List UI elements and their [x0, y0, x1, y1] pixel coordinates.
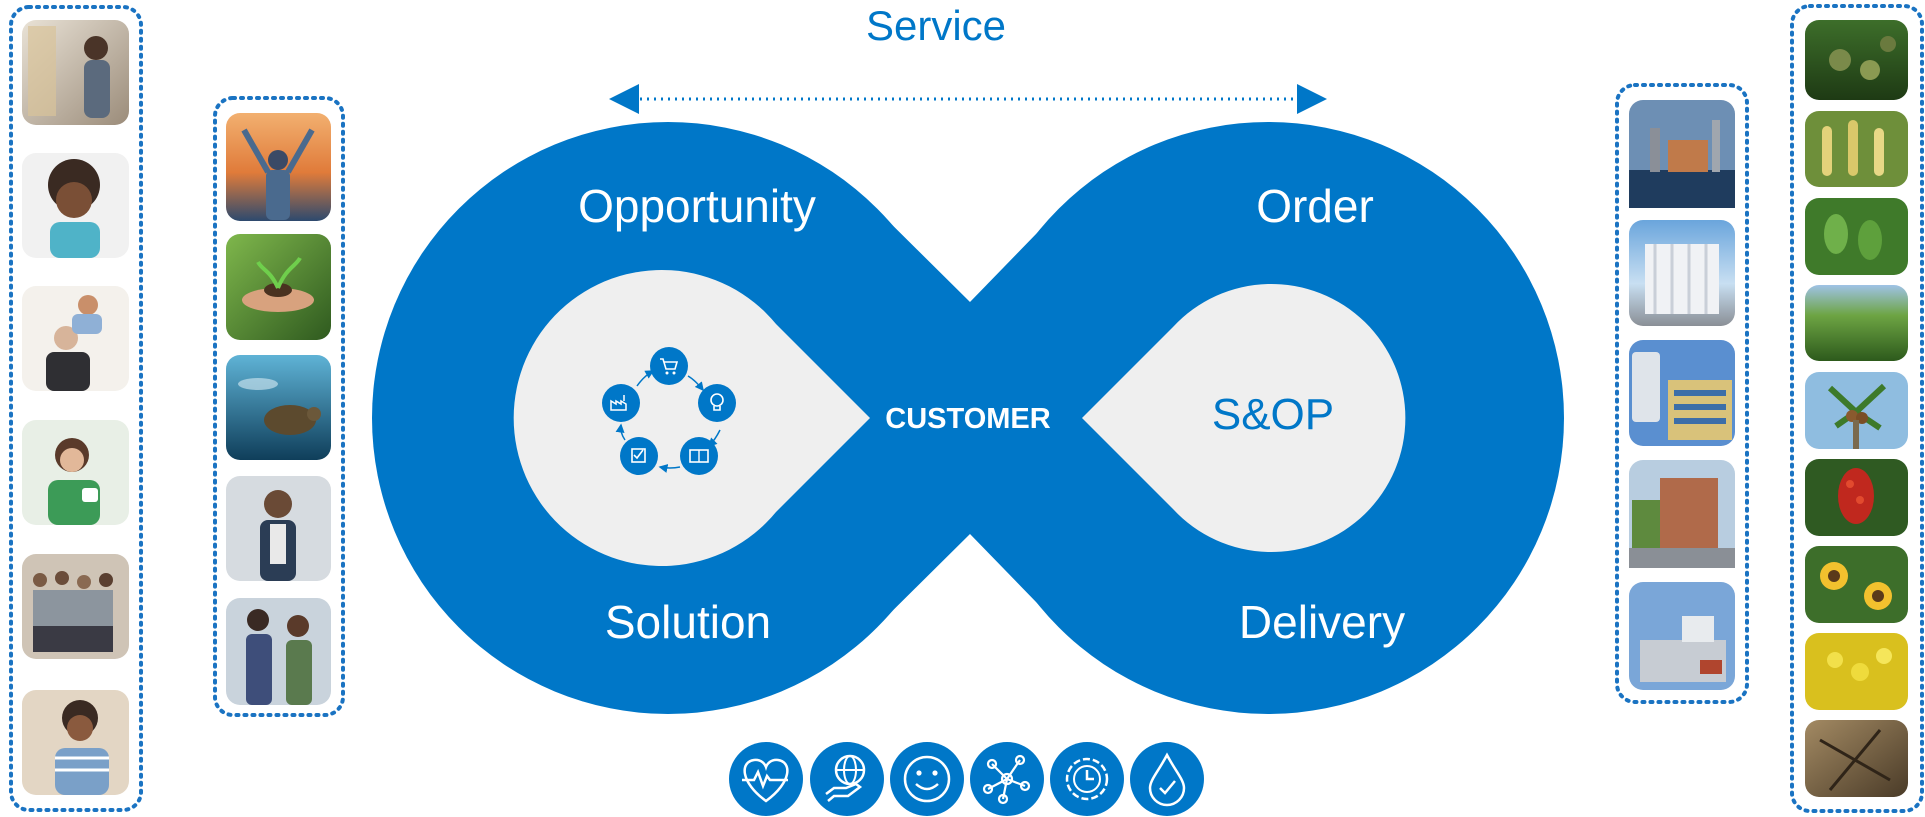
far-left-photo-column — [9, 5, 143, 812]
customer-label: CUSTOMER — [885, 403, 1050, 435]
nuts-photo — [1805, 20, 1908, 100]
child-eating-photo — [22, 153, 129, 258]
refinery-photo — [1629, 100, 1735, 208]
service-label: Service — [866, 2, 1006, 49]
network-icon — [970, 742, 1044, 816]
left-dotted-frame — [213, 96, 345, 717]
group-exercise-photo — [22, 554, 129, 659]
field-photo — [1805, 285, 1908, 361]
heart-pulse-icon — [729, 742, 803, 816]
process-cycle — [602, 347, 736, 475]
water-drop-icon — [1130, 742, 1204, 816]
far-right-dotted-frame — [1790, 4, 1924, 813]
sunflower-photo — [1805, 546, 1908, 623]
cart-icon — [650, 347, 688, 385]
clock-gear-icon — [1050, 742, 1124, 816]
left-inner-teardrop — [513, 270, 870, 566]
shea-tree-photo — [1805, 720, 1908, 797]
woman-drinking-photo — [22, 420, 129, 525]
beans-photo — [1805, 198, 1908, 275]
coconut-photo — [1805, 372, 1908, 449]
right-photo-column — [1615, 83, 1749, 704]
celebration-photo — [226, 113, 331, 221]
smile-icon — [890, 742, 964, 816]
aak-building-photo — [1629, 340, 1735, 446]
factory-building-photo — [1629, 460, 1735, 568]
sop-label: S&OP — [1212, 390, 1334, 439]
corn-photo — [1805, 111, 1908, 187]
rapeseed-photo — [1805, 633, 1908, 710]
shopper-photo — [22, 20, 129, 125]
plant-hands-photo — [226, 234, 331, 340]
checklist-icon — [620, 437, 658, 475]
right-inner-teardrop — [1082, 284, 1406, 552]
man-phone-photo — [22, 690, 129, 795]
sea-turtle-photo — [226, 355, 331, 460]
right-dotted-frame — [1615, 83, 1749, 704]
silo-plant-photo — [1629, 220, 1735, 326]
infinity-bridge — [865, 198, 1071, 638]
factory-icon — [602, 384, 640, 422]
solution-label: Solution — [605, 596, 771, 648]
puzzle-icon — [680, 437, 718, 475]
palm-fruit-photo — [1805, 459, 1908, 536]
tank-farm-photo — [1629, 582, 1735, 690]
far-right-photo-column — [1790, 4, 1924, 813]
lightbulb-icon — [698, 384, 736, 422]
left-photo-column — [213, 96, 345, 717]
family-photo — [22, 286, 129, 391]
bottom-icon-row — [729, 742, 1204, 816]
far-left-dotted-frame — [9, 5, 143, 812]
globe-hand-icon — [810, 742, 884, 816]
women-phone-photo — [226, 598, 331, 705]
delivery-label: Delivery — [1239, 596, 1405, 648]
man-headphones-photo — [226, 476, 331, 581]
opportunity-label: Opportunity — [578, 180, 816, 232]
order-label: Order — [1256, 180, 1374, 232]
